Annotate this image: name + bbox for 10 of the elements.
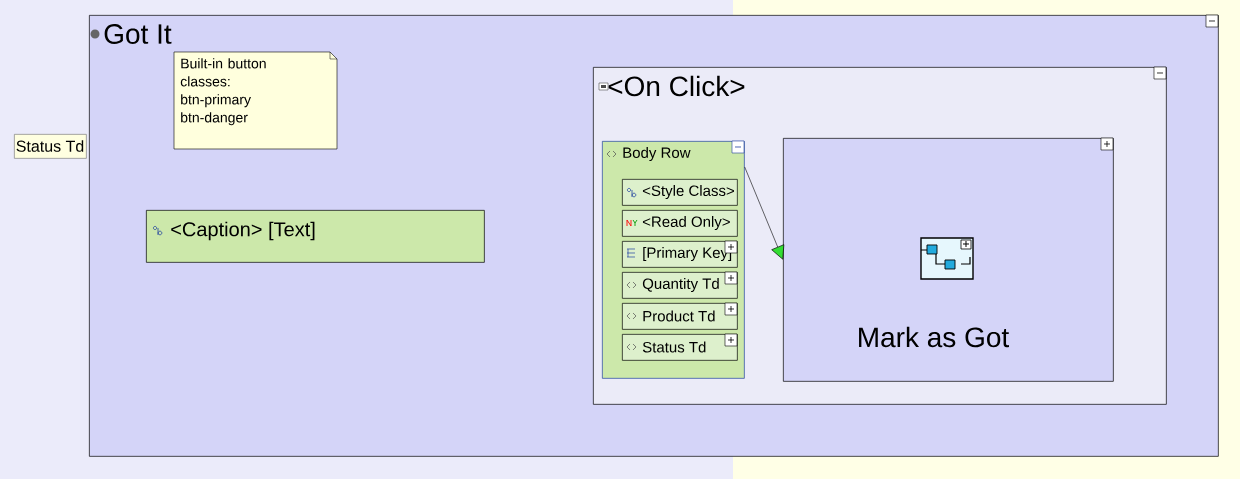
element-box: Quantity Td [622, 272, 738, 299]
field-box: <Caption> [Text] [146, 210, 485, 263]
element-box: Status Td [622, 334, 738, 361]
element-box: Product Td [622, 303, 738, 330]
property-box: <Read Only> [622, 210, 738, 237]
tooltip: Status Td [14, 134, 87, 159]
property-box: <Style Class> [622, 179, 738, 206]
arrow [744, 166, 785, 260]
action-box: Mark as Got [783, 138, 1114, 382]
sticky-note: Built-in button classes: btn-primary btn-danger [173, 51, 338, 150]
